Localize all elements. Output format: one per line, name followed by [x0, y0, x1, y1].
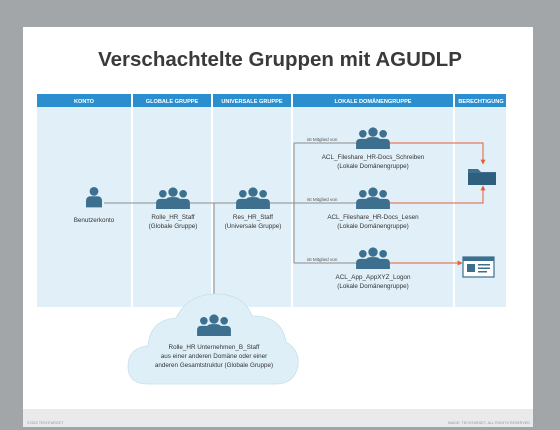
- local-group-2-type: (Lokale Domänengruppe): [337, 223, 408, 230]
- diagram-title: Verschachtelte Gruppen mit AGUDLP: [98, 48, 462, 71]
- application-window-icon: [462, 256, 495, 278]
- credit-right: IMAGE: TECHTARGET, ALL RIGHTS RESERVED: [447, 421, 530, 425]
- global-group-type: (Globale Gruppe): [149, 223, 198, 230]
- member-of-labels: ist Mitglied von ist Mitglied von ist Mi…: [307, 137, 338, 262]
- column-header-universale-gruppe: UNIVERSALE GRUPPE: [221, 99, 282, 105]
- account-label: Benutzerkonto: [74, 217, 115, 224]
- column-header-konto: KONTO: [74, 99, 95, 105]
- credit-left: ©2022 TECHTARGET: [27, 421, 64, 425]
- column-header-berechtigung: BERECHTIGUNG: [458, 99, 503, 105]
- header-bar: [37, 94, 506, 107]
- membership-connectors: [104, 142, 356, 312]
- member-of-label-3: ist Mitglied von: [307, 257, 338, 262]
- column-header-lokale-domaenengruppe: LOKALE DOMÄNENGRUPPE: [334, 98, 411, 105]
- arrow-schreiben-to-folder: [390, 142, 486, 165]
- universal-group-type: (Universale Gruppe): [225, 223, 282, 230]
- arrow-lesen-to-folder: [390, 185, 486, 204]
- external-domain-cloud: [127, 293, 299, 385]
- external-group-name: Rolle_HR Unternehmen_B_Staff: [169, 344, 260, 351]
- local-group-2-name: ACL_Fileshare_HR-Docs_Lesen: [327, 214, 419, 221]
- footer-strip: [23, 409, 533, 427]
- member-of-label-2: ist Mitglied von: [307, 197, 338, 202]
- external-group-desc-2: anderen Gesamtstruktur (Globale Gruppe): [155, 362, 273, 369]
- permission-arrows: [390, 142, 486, 266]
- local-group-3-name: ACL_App_AppXYZ_Logon: [336, 274, 411, 281]
- external-group-desc-1: aus einer anderen Domäne oder einer: [161, 353, 267, 360]
- folder-icon: [468, 169, 496, 185]
- universal-group-name: Res_HR_Staff: [233, 214, 273, 221]
- header-dividers: [131, 94, 455, 307]
- local-group-1-type: (Lokale Domänengruppe): [337, 163, 408, 170]
- column-headers: KONTO GLOBALE GRUPPE UNIVERSALE GRUPPE L…: [74, 98, 504, 105]
- node-labels: Benutzerkonto Rolle_HR_Staff (Globale Gr…: [74, 154, 425, 369]
- local-group-3-type: (Lokale Domänengruppe): [337, 283, 408, 290]
- global-group-name: Rolle_HR_Staff: [151, 214, 195, 221]
- column-backgrounds: [37, 107, 506, 307]
- local-group-1-name: ACL_Fileshare_HR-Docs_Schreiben: [322, 154, 425, 161]
- column-header-globale-gruppe: GLOBALE GRUPPE: [146, 99, 199, 105]
- column-bg-konto: [37, 107, 131, 307]
- member-of-label-1: ist Mitglied von: [307, 137, 338, 142]
